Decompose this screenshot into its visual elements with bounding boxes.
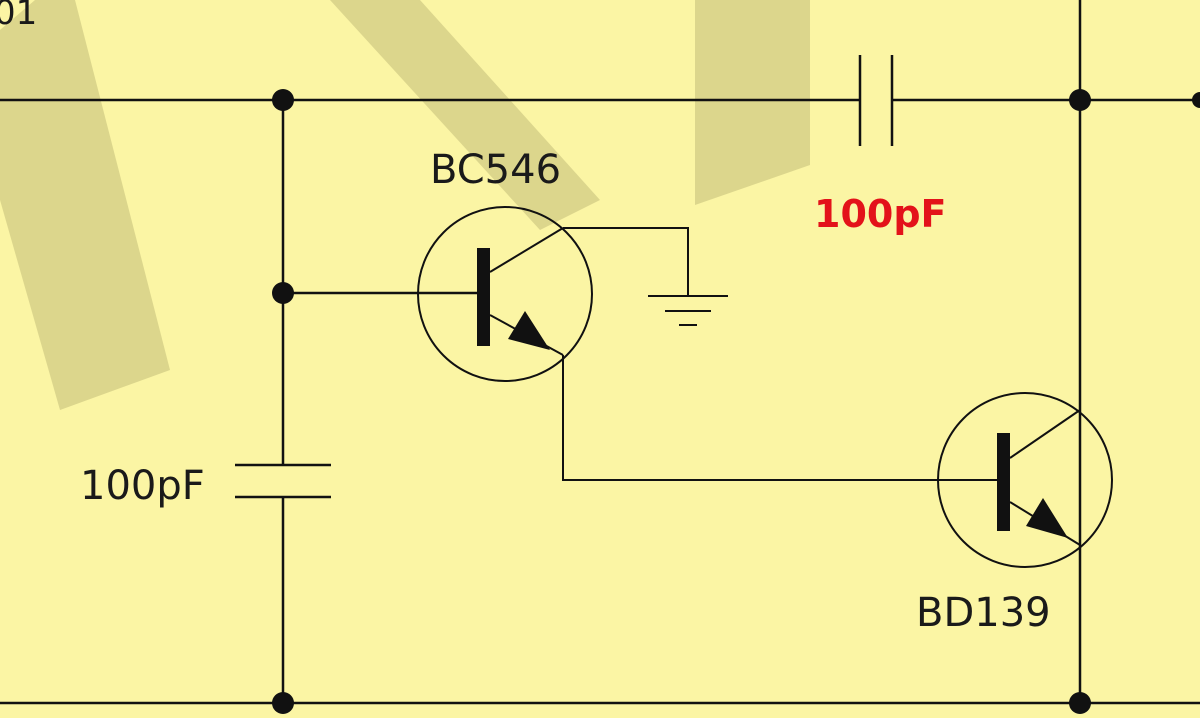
- watermark-stroke-right: [695, 0, 810, 205]
- bd139-collector-lead: [1009, 409, 1081, 459]
- junction-dot-bottom-right: [1069, 692, 1091, 714]
- transistor-bd139: [937, 392, 1113, 568]
- bd139-base-bar: [997, 433, 1010, 531]
- watermark: [0, 0, 810, 410]
- watermark-stroke-middle: [330, 0, 600, 230]
- left-capacitor: [235, 463, 331, 499]
- bd139-emitter-arrow: [1026, 498, 1068, 538]
- junction-dot-bottom-left: [272, 692, 294, 714]
- junction-dots: [272, 89, 1200, 714]
- junction-dot-edge-right: [1192, 92, 1200, 108]
- top-capacitor-label: 100pF: [814, 192, 946, 236]
- bc546-body: [417, 206, 593, 382]
- top-capacitor: [858, 55, 894, 146]
- bc546-emitter-arrow: [508, 311, 550, 350]
- bc546-label: BC546: [430, 147, 561, 193]
- transistor-bc546: [417, 206, 593, 382]
- junction-dot-top-left: [272, 89, 294, 111]
- bc546-collector-to-ground-wire: [563, 227, 689, 296]
- title-fragment: 01: [0, 0, 37, 33]
- watermark-stroke-left: [0, 0, 170, 410]
- bd139-label: BD139: [916, 590, 1051, 636]
- junction-dot-top-right: [1069, 89, 1091, 111]
- junction-dot-base: [272, 282, 294, 304]
- bc546-emitter-to-bd139-base-wire: [562, 355, 1003, 481]
- ground-symbol: [648, 295, 728, 326]
- bd139-body: [937, 392, 1113, 568]
- bc546-base-bar: [477, 248, 490, 346]
- bc546-collector-lead: [489, 227, 564, 273]
- left-capacitor-label: 100pF: [80, 463, 205, 509]
